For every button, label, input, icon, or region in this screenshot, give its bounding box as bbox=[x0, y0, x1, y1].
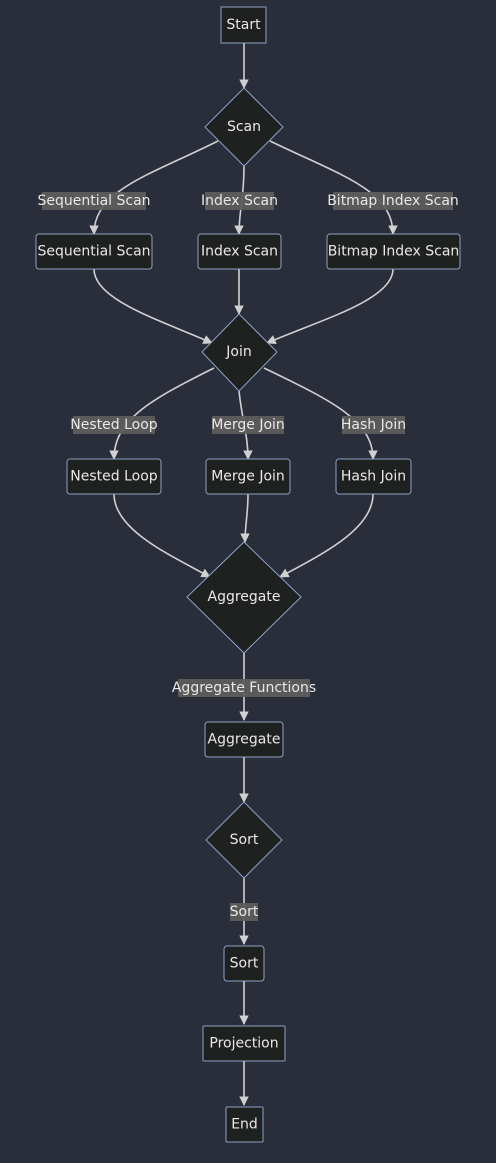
edge-join-to-hash-join bbox=[263, 367, 378, 460]
edge-hash-join-to-aggregate bbox=[279, 493, 374, 578]
edge-seq-scan-to-join bbox=[93, 268, 213, 344]
edge-join-to-nested-loop bbox=[109, 367, 215, 460]
svg-text:Hash Join: Hash Join bbox=[341, 417, 406, 433]
edge-scan-to-bitmap-scan bbox=[269, 140, 398, 235]
edge-label-merge-join: Merge Join bbox=[211, 416, 285, 434]
svg-text:Projection: Projection bbox=[209, 1036, 278, 1052]
edge-label-nested-loop: Nested Loop bbox=[70, 416, 158, 434]
decision-scan[interactable]: Scan bbox=[204, 87, 284, 167]
node-bitmap-index-scan[interactable]: Bitmap Index Scan bbox=[326, 233, 461, 270]
edge-scan-to-seq-scan bbox=[89, 140, 219, 235]
svg-text:Merge Join: Merge Join bbox=[211, 417, 285, 433]
node-end[interactable]: End bbox=[225, 1106, 264, 1143]
edge-label-seq-scan: Sequential Scan bbox=[37, 192, 151, 210]
edge-bitmap-scan-to-join bbox=[266, 268, 394, 344]
nodes: Start Scan Sequential Scan Index Scan Bi… bbox=[35, 6, 461, 1143]
edge-nested-loop-to-aggregate bbox=[113, 493, 211, 578]
svg-text:Sort: Sort bbox=[230, 832, 259, 848]
svg-text:Merge Join: Merge Join bbox=[211, 469, 285, 485]
edge-labels: Sequential Scan Index Scan Bitmap Index … bbox=[37, 192, 459, 921]
decision-join[interactable]: Join bbox=[201, 313, 278, 392]
edge-label-bitmap-scan: Bitmap Index Scan bbox=[327, 192, 459, 210]
svg-text:Bitmap Index Scan: Bitmap Index Scan bbox=[328, 244, 460, 260]
node-aggregate[interactable]: Aggregate bbox=[204, 721, 284, 758]
svg-text:Join: Join bbox=[225, 344, 251, 360]
svg-text:Aggregate Functions: Aggregate Functions bbox=[172, 680, 316, 696]
svg-text:Scan: Scan bbox=[227, 119, 261, 135]
svg-text:Sequential Scan: Sequential Scan bbox=[37, 244, 150, 260]
edge-label-sort: Sort bbox=[230, 903, 259, 921]
svg-text:Sort: Sort bbox=[230, 904, 259, 920]
node-sort[interactable]: Sort bbox=[223, 945, 265, 982]
node-sequential-scan[interactable]: Sequential Scan bbox=[35, 233, 153, 270]
decision-aggregate[interactable]: Aggregate bbox=[186, 541, 302, 654]
edge-label-aggregate-functions: Aggregate Functions bbox=[172, 679, 316, 697]
node-hash-join[interactable]: Hash Join bbox=[335, 458, 412, 495]
svg-text:Start: Start bbox=[226, 17, 261, 33]
node-start[interactable]: Start bbox=[220, 6, 267, 44]
svg-text:Index Scan: Index Scan bbox=[201, 244, 278, 260]
decision-sort[interactable]: Sort bbox=[205, 801, 283, 879]
edge-merge-join-to-aggregate bbox=[240, 493, 250, 543]
svg-text:Sort: Sort bbox=[230, 956, 259, 972]
svg-text:Sequential Scan: Sequential Scan bbox=[37, 193, 150, 209]
node-merge-join[interactable]: Merge Join bbox=[205, 458, 291, 495]
node-nested-loop[interactable]: Nested Loop bbox=[66, 458, 162, 495]
svg-text:Aggregate: Aggregate bbox=[208, 732, 281, 748]
edge-label-index-scan: Index Scan bbox=[201, 192, 278, 210]
svg-text:Nested Loop: Nested Loop bbox=[70, 469, 158, 485]
svg-text:Bitmap Index Scan: Bitmap Index Scan bbox=[327, 193, 459, 209]
svg-text:End: End bbox=[231, 1117, 258, 1133]
svg-text:Hash Join: Hash Join bbox=[341, 469, 406, 485]
node-projection[interactable]: Projection bbox=[202, 1025, 286, 1062]
svg-text:Nested Loop: Nested Loop bbox=[70, 417, 158, 433]
svg-text:Index Scan: Index Scan bbox=[201, 193, 278, 209]
edge-label-hash-join: Hash Join bbox=[341, 416, 406, 434]
node-index-scan[interactable]: Index Scan bbox=[197, 233, 282, 270]
svg-text:Aggregate: Aggregate bbox=[208, 589, 281, 605]
